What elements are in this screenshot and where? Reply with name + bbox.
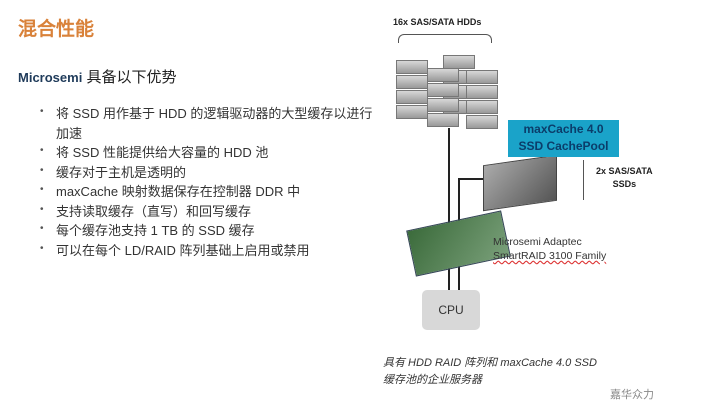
controller-line2: SmartRAID 3100 Family: [493, 250, 607, 262]
ssd-cable-h: [458, 178, 486, 180]
slide-title: 混合性能: [18, 19, 95, 40]
list-item: 支持读取缓存（直写）和回写缓存: [40, 200, 380, 222]
ssd-label-2: SSDs: [612, 179, 637, 189]
watermark: 嘉华众力: [610, 389, 654, 401]
subtitle: Microsemi 具备以下优势: [18, 66, 176, 87]
list-item: 每个缓存池支持 1 TB 的 SSD 缓存: [40, 219, 380, 241]
subtitle-text: 具备以下优势: [82, 69, 177, 86]
cpu-box: CPU: [422, 290, 480, 330]
ssd-label-1: 2x SAS/SATA: [596, 166, 653, 176]
list-item: 缓存对于主机是透明的: [40, 161, 380, 183]
list-item: 可以在每个 LD/RAID 阵列基础上启用或禁用: [40, 239, 380, 261]
caption-line1: 具有 HDD RAID 阵列和 maxCache 4.0 SSD: [383, 357, 597, 369]
list-item: 将 SSD 性能提供给大容量的 HDD 池: [40, 141, 380, 163]
ssd-enclosure-icon: [483, 154, 557, 212]
list-item: 将 SSD 用作基于 HDD 的逻辑驱动器的大型缓存以进行加速: [40, 102, 380, 143]
hdd-label: 16x SAS/SATA HDDs: [393, 17, 482, 27]
brand: Microsemi: [18, 70, 83, 85]
caption: 具有 HDD RAID 阵列和 maxCache 4.0 SSD 缓存池的企业服务…: [383, 355, 597, 389]
maxcache-line1: maxCache 4.0: [523, 122, 604, 136]
controller-line1: Microsemi Adaptec: [493, 236, 582, 248]
hdd-cable: [448, 128, 450, 290]
maxcache-line2: SSD CachePool: [518, 139, 609, 153]
ssd-label: 2x SAS/SATA SSDs: [596, 165, 653, 191]
bullet-list: 将 SSD 用作基于 HDD 的逻辑驱动器的大型缓存以进行加速 将 SSD 性能…: [40, 102, 380, 261]
list-item: maxCache 映射数据保存在控制器 DDR 中: [40, 180, 380, 202]
ssd-brace: [578, 160, 584, 200]
caption-line2: 缓存池的企业服务器: [383, 374, 482, 386]
hdd-brace: [398, 34, 492, 43]
